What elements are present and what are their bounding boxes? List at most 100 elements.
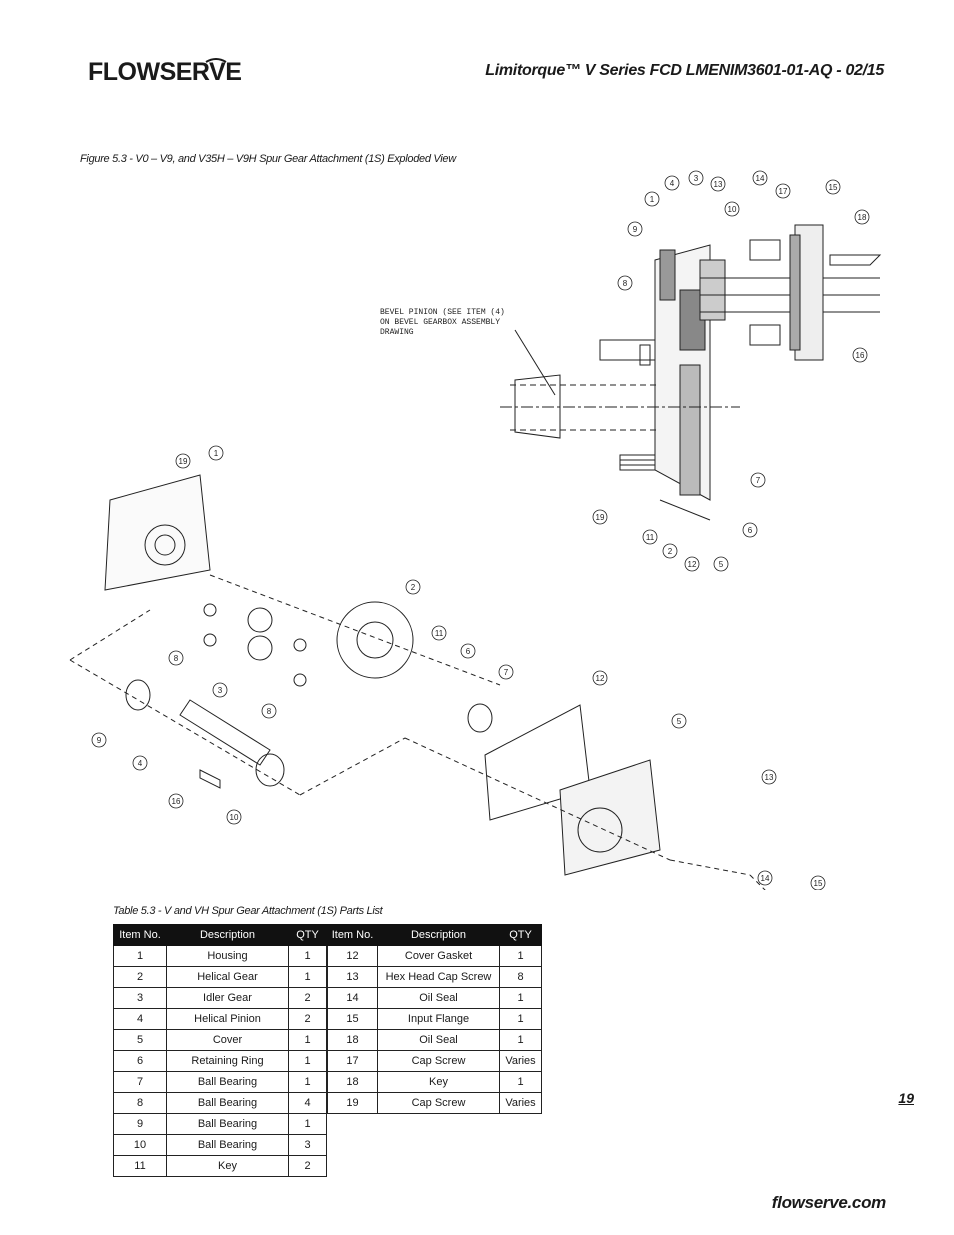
callout: 13 xyxy=(710,176,726,192)
svg-text:6: 6 xyxy=(748,526,753,535)
svg-text:5: 5 xyxy=(719,560,724,569)
callout: 12 xyxy=(684,556,700,572)
callout: 2 xyxy=(662,543,678,559)
svg-text:14: 14 xyxy=(756,174,765,183)
callout: 8 xyxy=(168,650,184,666)
callout: 10 xyxy=(724,201,740,217)
callout: 12 xyxy=(592,670,608,686)
svg-text:19: 19 xyxy=(596,513,605,522)
callout: 6 xyxy=(742,522,758,538)
exploded-view-drawing: BEVEL PINION (SEE ITEM (4) ON BEVEL GEAR… xyxy=(69,170,882,890)
logo-text: FLOWSERVE xyxy=(88,58,242,86)
callout: 19 xyxy=(592,509,608,525)
callout: 2 xyxy=(405,579,421,595)
callout: 5 xyxy=(713,556,729,572)
callout: 9 xyxy=(91,732,107,748)
svg-text:1: 1 xyxy=(650,195,655,204)
header-qty: QTY xyxy=(499,924,542,946)
svg-text:7: 7 xyxy=(756,476,761,485)
svg-text:7: 7 xyxy=(504,668,509,677)
svg-text:8: 8 xyxy=(623,279,628,288)
svg-text:19: 19 xyxy=(179,457,188,466)
svg-text:2: 2 xyxy=(411,583,416,592)
svg-text:4: 4 xyxy=(138,759,143,768)
callout: 8 xyxy=(261,703,277,719)
callout: 16 xyxy=(168,793,184,809)
svg-text:2: 2 xyxy=(668,547,673,556)
callout: 5 xyxy=(671,713,687,729)
callout: 17 xyxy=(775,183,791,199)
callout: 14 xyxy=(757,870,773,886)
flowserve-swoosh-icon xyxy=(205,58,227,63)
figure-caption: Figure 5.3 - V0 – V9, and V35H – V9H Spu… xyxy=(80,153,456,165)
callout: 8 xyxy=(617,275,633,291)
callout: 11 xyxy=(642,529,658,545)
svg-text:18: 18 xyxy=(858,213,867,222)
svg-text:8: 8 xyxy=(267,707,272,716)
svg-text:1: 1 xyxy=(214,449,219,458)
flowserve-logo: FLOWSERVE xyxy=(88,56,242,96)
callout: 1 xyxy=(208,445,224,461)
callout: 4 xyxy=(664,175,680,191)
svg-text:13: 13 xyxy=(714,180,723,189)
svg-text:9: 9 xyxy=(97,736,102,745)
svg-text:8: 8 xyxy=(174,654,179,663)
callout: 18 xyxy=(854,209,870,225)
callout: 15 xyxy=(810,875,826,890)
header-description: Description xyxy=(166,924,289,946)
callout: 1 xyxy=(644,191,660,207)
callout: 10 xyxy=(226,809,242,825)
svg-text:3: 3 xyxy=(694,174,699,183)
svg-text:5: 5 xyxy=(677,717,682,726)
svg-text:14: 14 xyxy=(761,874,770,883)
callout: 3 xyxy=(688,170,704,186)
page-number: 19 xyxy=(898,1090,914,1106)
svg-text:10: 10 xyxy=(728,205,737,214)
note-line: DRAWING xyxy=(380,328,414,337)
callout: 15 xyxy=(825,179,841,195)
svg-text:6: 6 xyxy=(466,647,471,656)
svg-text:13: 13 xyxy=(765,773,774,782)
document-title: Limitorque™ V Series FCD LMENIM3601-01-A… xyxy=(485,62,884,79)
header-item-no: Item No. xyxy=(327,924,378,946)
callout: 19 xyxy=(175,453,191,469)
header-item-no: Item No. xyxy=(113,924,167,946)
callout: 6 xyxy=(460,643,476,659)
callout: 7 xyxy=(750,472,766,488)
callout: 3 xyxy=(212,682,228,698)
svg-text:11: 11 xyxy=(646,533,655,542)
svg-text:16: 16 xyxy=(172,797,181,806)
svg-text:11: 11 xyxy=(435,629,444,638)
callout: 13 xyxy=(761,769,777,785)
callout: 14 xyxy=(752,170,768,186)
footer-url[interactable]: flowserve.com xyxy=(771,1193,887,1212)
svg-text:12: 12 xyxy=(596,674,605,683)
callout: 16 xyxy=(852,347,868,363)
callout: 4 xyxy=(132,755,148,771)
callout: 7 xyxy=(498,664,514,680)
svg-text:9: 9 xyxy=(633,225,638,234)
callout: 9 xyxy=(627,221,643,237)
svg-text:4: 4 xyxy=(670,179,675,188)
exploded-view xyxy=(69,474,766,890)
note-line: BEVEL PINION (SEE ITEM (4) xyxy=(380,308,505,317)
